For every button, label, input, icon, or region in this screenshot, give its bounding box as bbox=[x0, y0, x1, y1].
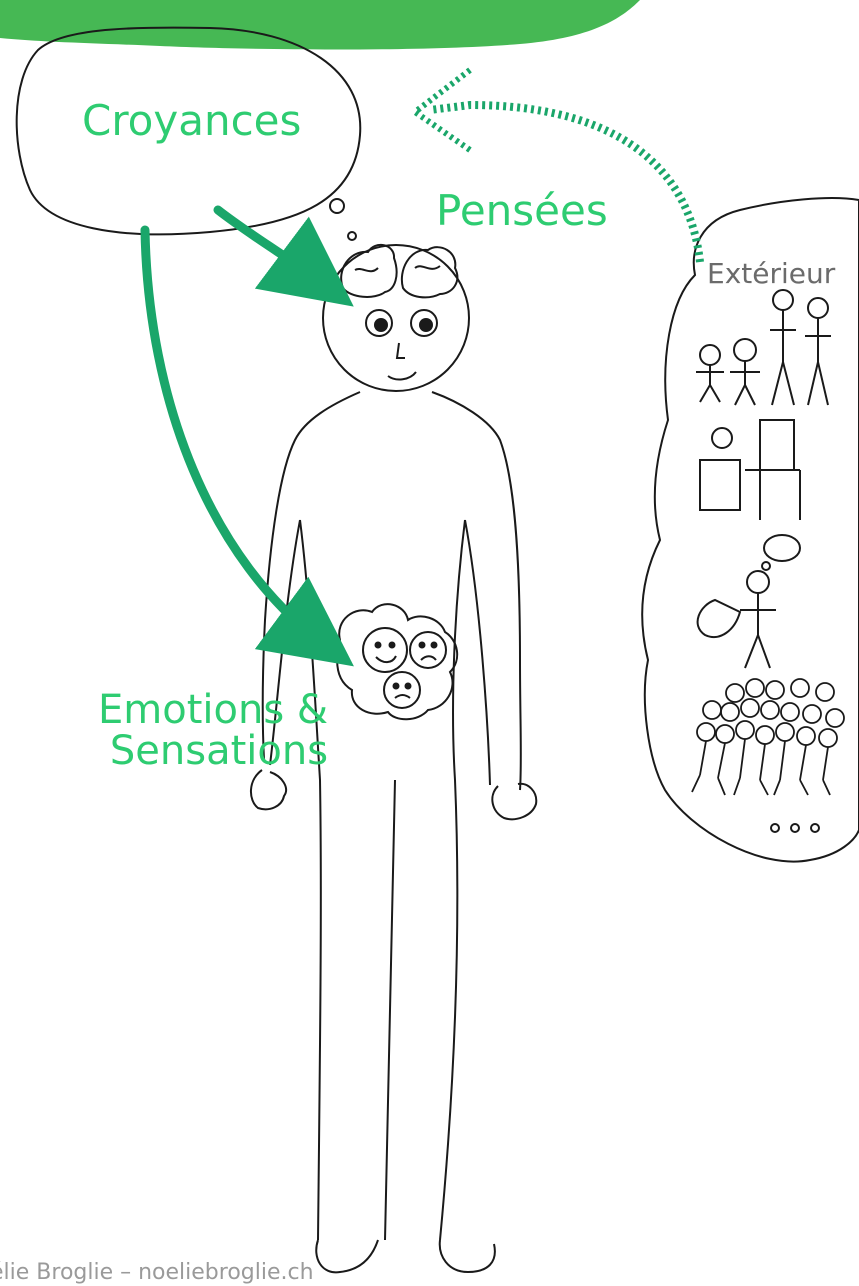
left-foot bbox=[316, 1240, 378, 1272]
nose bbox=[397, 343, 405, 358]
green-brush-stroke bbox=[0, 0, 640, 50]
emotions-label: Emotions & Sensations bbox=[98, 690, 328, 772]
credit-text: élie Broglie – noeliebroglie.ch bbox=[0, 1262, 314, 1284]
brain-icon bbox=[341, 245, 457, 297]
exterieur-label: Extérieur bbox=[707, 260, 835, 288]
right-hand bbox=[492, 784, 536, 819]
right-foot bbox=[440, 1240, 495, 1272]
exterieur-to-croyances-dotted-arrow bbox=[430, 105, 700, 262]
ellipsis-dots bbox=[771, 824, 819, 832]
left-hand bbox=[251, 770, 286, 809]
thought-dot-large bbox=[330, 199, 344, 213]
crowd-icon bbox=[692, 679, 844, 795]
eyes bbox=[366, 310, 437, 336]
thought-dot-small bbox=[348, 232, 356, 240]
mouth bbox=[388, 372, 416, 379]
body-outline bbox=[263, 392, 521, 1240]
emotions-label-line2: Sensations bbox=[98, 731, 328, 772]
emotion-faces-icon bbox=[337, 604, 457, 719]
croyances-to-stomach-arrow bbox=[145, 230, 325, 645]
croyances-to-brain-arrow bbox=[218, 210, 325, 285]
emotions-label-line1: Emotions & bbox=[98, 690, 328, 731]
thinking-person-icon bbox=[698, 535, 800, 668]
desk-computer-icon bbox=[700, 420, 800, 520]
croyances-label: Croyances bbox=[82, 100, 301, 142]
pensees-label: Pensées bbox=[436, 190, 608, 232]
people-icon bbox=[696, 290, 831, 405]
